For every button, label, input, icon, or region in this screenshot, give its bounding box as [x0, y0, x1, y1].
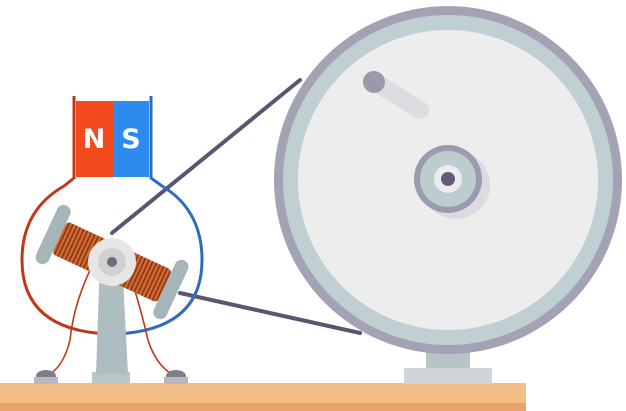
belt-upper-segment: [110, 78, 302, 235]
coil-end-cap-right: [153, 259, 189, 320]
terminal-base-right: [164, 377, 188, 384]
crank-knob: [363, 71, 385, 93]
terminal-base-left: [34, 377, 58, 384]
coil-end-cap-left: [35, 204, 71, 265]
terminals: [34, 370, 188, 384]
hub-axle: [107, 257, 117, 267]
stand-post: [96, 258, 128, 374]
magnet-south-pole: [113, 101, 149, 177]
table: [0, 383, 526, 411]
horseshoe-magnet: N S: [20, 96, 204, 336]
table-edge: [0, 403, 526, 411]
magnet-north-pole: [76, 101, 113, 177]
wheel-axle: [441, 172, 455, 186]
belt-lower-segment: [178, 291, 362, 335]
stand-foot: [92, 372, 130, 384]
wire-left: [49, 257, 97, 375]
table-top: [0, 383, 526, 405]
wheel-stand-base: [404, 368, 492, 384]
hand-wheel: [274, 6, 622, 384]
magnet-frame-red: [20, 96, 109, 336]
magnet-frame-blue: [115, 96, 204, 336]
north-pole-label: N: [83, 124, 106, 155]
armature-stand: [92, 258, 130, 384]
armature-hub: [88, 238, 136, 286]
south-pole-label: S: [121, 124, 140, 155]
wheel-stand-pedestal: [426, 350, 470, 372]
drive-belt: [110, 78, 362, 335]
